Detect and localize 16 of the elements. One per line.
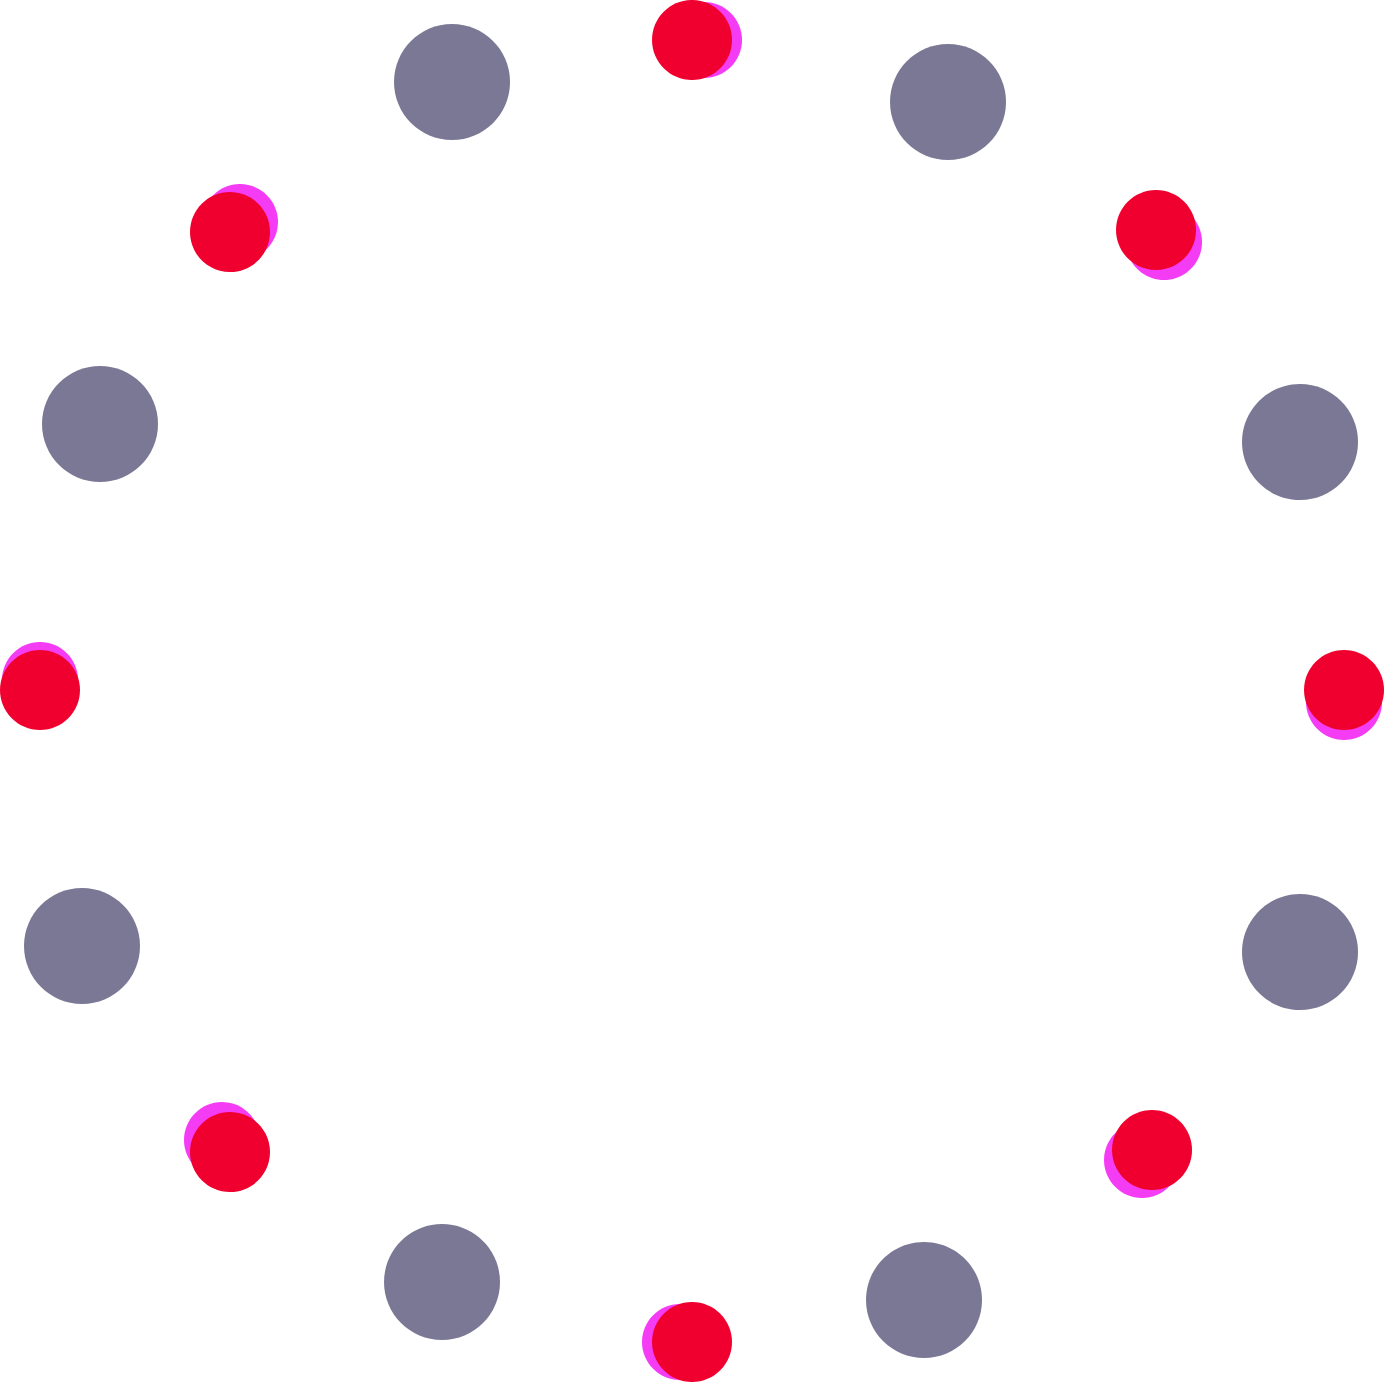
double-dot: [1304, 650, 1384, 740]
dot: [866, 1242, 982, 1358]
double-dot: [1104, 1110, 1192, 1198]
double-dot: [1116, 190, 1202, 280]
dot: [1242, 384, 1358, 500]
dot: [1242, 894, 1358, 1010]
double-dot: [652, 0, 742, 80]
double-dot: [184, 1102, 270, 1192]
double-dot: [642, 1302, 732, 1382]
dot: [24, 888, 140, 1004]
dot: [384, 1224, 500, 1340]
double-dot: [190, 184, 278, 272]
dot: [890, 44, 1006, 160]
double-dot: [0, 642, 80, 730]
dot: [42, 366, 158, 482]
dot: [394, 24, 510, 140]
